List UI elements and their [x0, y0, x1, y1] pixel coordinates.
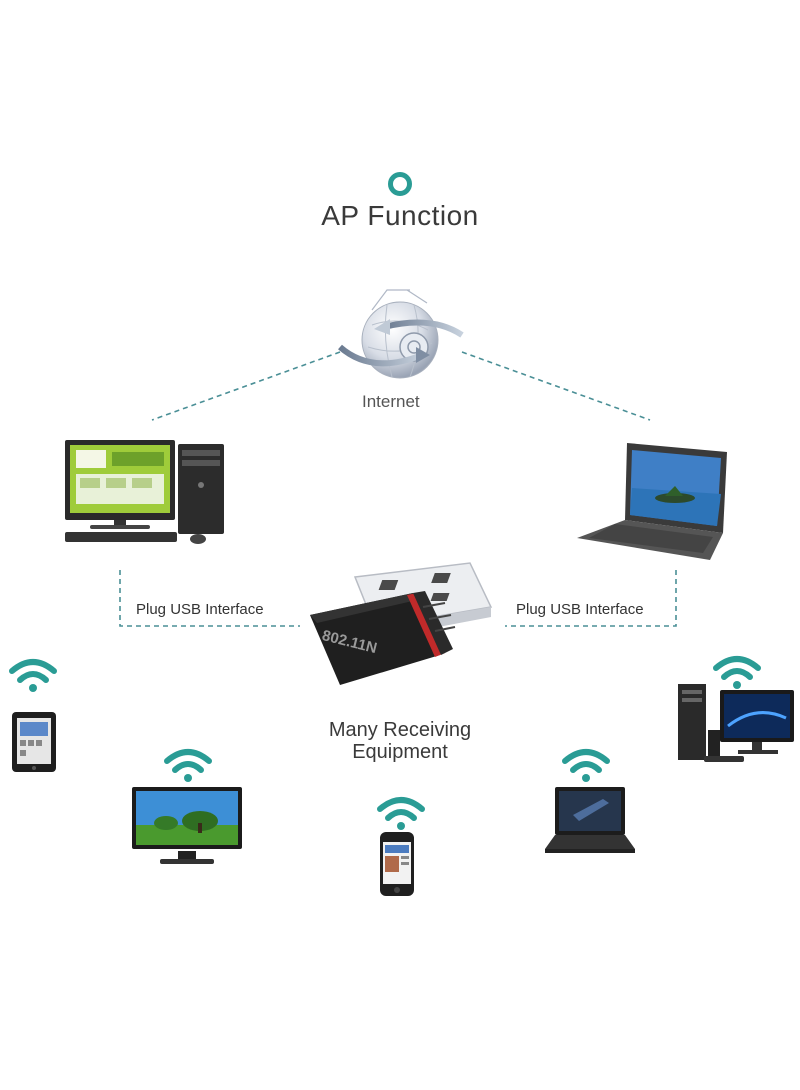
internet-globe-icon: [338, 289, 464, 379]
line-desktop-adapter: [119, 570, 300, 627]
desktop-small-icon: [678, 684, 794, 762]
line-internet-desktop: [151, 351, 341, 421]
smartphone-icon: [380, 832, 414, 896]
page-title: AP Function: [321, 200, 479, 231]
center-label: Many Receiving Equipment: [300, 719, 500, 763]
wifi-icon-desktop-small: [713, 656, 761, 689]
usb-wifi-adapter-icon: 802.11N: [310, 562, 493, 685]
center-label-line1: Many Receiving: [328, 719, 472, 741]
laptop-small-icon: [545, 787, 635, 853]
laptop-icon: [577, 443, 727, 560]
line-laptop-adapter: [505, 570, 677, 627]
internet-label: Internet: [362, 392, 420, 411]
desktop-computer-icon: [65, 440, 224, 544]
title-ring-icon: [388, 172, 412, 196]
tablet-icon: [12, 712, 56, 772]
wifi-icon-tablet: [9, 659, 57, 692]
tv-icon: [132, 787, 242, 864]
line-internet-laptop: [461, 351, 651, 421]
wifi-icon-phone: [377, 797, 425, 830]
plug-left-label: Plug USB Interface: [136, 601, 264, 618]
wifi-icon-tv: [164, 749, 212, 782]
center-label-line2: Equipment: [352, 741, 448, 763]
plug-right-label: Plug USB Interface: [516, 601, 644, 618]
wifi-icon-laptop-small: [562, 749, 610, 782]
